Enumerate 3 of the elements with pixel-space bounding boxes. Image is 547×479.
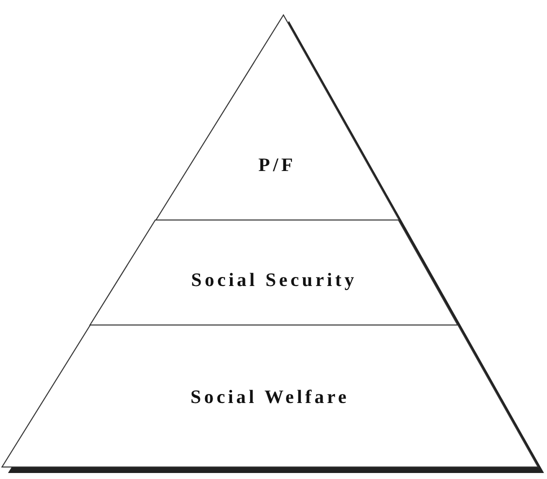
tier-label: Social Welfare (190, 387, 350, 409)
tier-label: P/F (257, 155, 297, 177)
tier-label: Social Security (190, 270, 358, 292)
